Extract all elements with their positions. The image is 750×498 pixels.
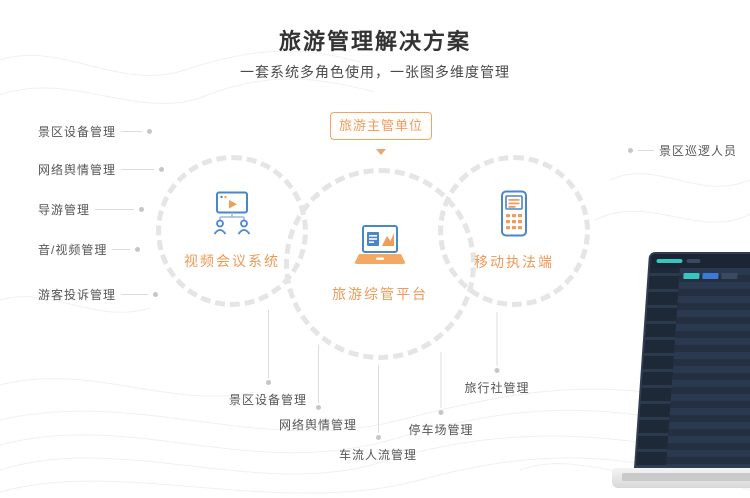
video-conference-icon [208,191,256,242]
connector-dot [147,129,152,134]
connector-dot [315,405,321,410]
label-text: 网络舆情管理 [278,418,358,432]
connector-line [95,209,134,210]
connector-dot [159,167,164,172]
label-text: 景区设备管理 [228,393,308,407]
connector-dot [135,247,140,252]
connector-dot [438,410,444,415]
connector-line [638,150,654,151]
left-label-guide-management: 导游管理 [38,201,144,218]
label-text: 网络舆情管理 [38,163,117,177]
connector-dot [494,368,500,373]
laptop-chart-icon [350,224,410,275]
dashboard-logo-bar [656,259,683,263]
connector-line [267,310,269,378]
circle-mobile-enforcement: 移动执法端 [438,155,590,307]
dashboard-toolbar [683,273,750,279]
connector-line [121,169,154,170]
connector-dot [375,435,381,440]
mobile-enforcement-icon [495,190,533,243]
connector-dot [139,207,144,212]
connector-line [121,294,148,295]
bottom-label-network-opinion: 网络舆情管理 [279,345,357,433]
dashboard-button [702,273,719,279]
circle-label-platform: 旅游综管平台 [332,286,428,302]
label-text: 导游管理 [38,203,91,217]
dashboard-body [636,268,750,466]
circle-video-conference: 视频会议系统 [156,155,308,307]
label-text: 旅行社管理 [464,381,530,395]
connector-line [121,131,142,132]
connector-line [112,249,130,250]
dashboard-menu-bar [686,259,701,263]
label-text: 游客投诉管理 [38,288,117,302]
dashboard-button [721,273,738,279]
left-label-tourist-complaint: 游客投诉管理 [38,286,158,303]
left-label-scenic-equipment: 景区设备管理 [38,123,152,140]
bottom-label-scenic-equipment: 景区设备管理 [229,310,307,408]
top-badge: 旅游主管单位 [330,112,432,140]
page-title: 旅游管理解决方案 [278,29,471,54]
connector-dot [153,292,158,297]
left-label-audio-video: 音/视频管理 [38,241,140,258]
dashboard-main [666,268,750,466]
right-label-patrol-staff: 景区巡逻人员 [628,142,746,159]
connector-dot [628,148,633,153]
connector-line [377,365,379,433]
label-text: 景区设备管理 [38,125,117,139]
laptop-base [612,468,750,488]
dashboard-button [683,273,700,279]
circle-label-mobile-enforcement: 移动执法端 [474,254,554,270]
connector-dot [265,380,271,385]
laptop-keyboard [622,473,750,481]
bottom-label-travel-agency: 旅行社管理 [464,312,529,396]
label-text: 景区巡逻人员 [659,144,738,158]
connector-line [496,312,498,366]
bottom-label-traffic-flow: 车流人流管理 [339,365,417,463]
connector-line [440,352,442,408]
left-label-network-opinion: 网络舆情管理 [38,161,164,178]
dashboard-mockup-screen [634,252,750,468]
dashboard-topbar [649,254,750,268]
label-text: 车流人流管理 [338,448,418,462]
connector-line [317,345,319,403]
down-arrow-icon [376,149,386,155]
label-text: 停车场管理 [408,423,474,437]
page-subtitle: 一套系统多角色使用，一张图多维度管理 [240,64,510,80]
label-text: 音/视频管理 [38,243,108,257]
circle-label-video-conference: 视频会议系统 [184,253,280,269]
bottom-label-parking: 停车场管理 [408,352,473,438]
